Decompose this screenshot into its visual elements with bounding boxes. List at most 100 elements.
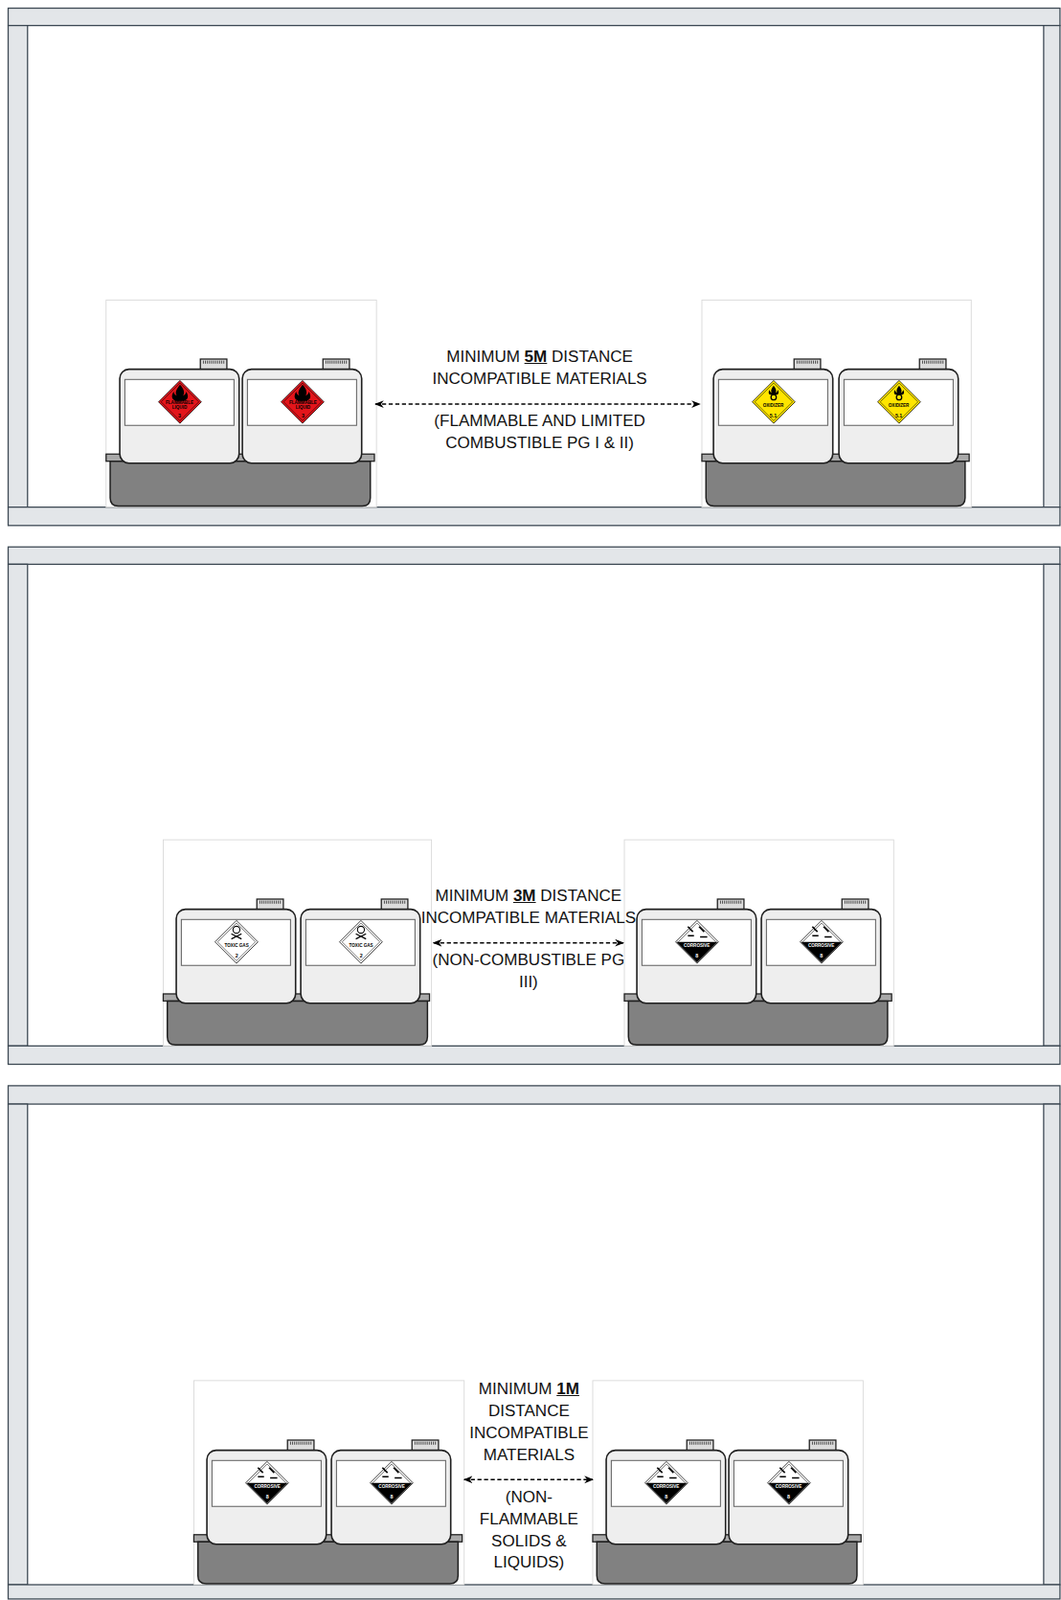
hazard-diamond-border xyxy=(341,923,380,961)
cap-ribs xyxy=(326,361,347,364)
hazard-diamond-lower xyxy=(645,1482,687,1504)
separation-arrow xyxy=(433,942,624,944)
distance-value: 5M xyxy=(524,347,548,366)
hazard-label-text: TOXIC GAS xyxy=(219,943,254,949)
separation-arrow xyxy=(375,403,700,405)
jerrycan-container: CORROSIVE8 xyxy=(205,1440,328,1536)
hazard-class-number: 2 xyxy=(350,953,371,960)
hazard-class-number: 5.1 xyxy=(763,414,784,421)
shelf-bottom-bar xyxy=(8,1045,1061,1064)
hazard-label-text: FLAMMABLE LIQUID xyxy=(285,401,320,411)
hazard-diamond-border xyxy=(802,923,840,961)
test-tube-symbol xyxy=(812,926,829,932)
hazard-class-number: 3 xyxy=(293,414,314,421)
label-panel xyxy=(843,379,953,426)
hazard-label-text: CORROSIVE xyxy=(770,1484,806,1490)
label-word: DISTANCE xyxy=(551,347,633,366)
hazard-class-number: 3 xyxy=(169,414,190,421)
hazard-diamond xyxy=(644,1461,688,1505)
group-frame xyxy=(162,839,431,1046)
test-tube-symbol xyxy=(383,1467,400,1472)
label-word: MATERIALS xyxy=(555,369,647,388)
group-frame xyxy=(592,1380,863,1585)
hazard-diamond xyxy=(877,380,921,424)
jerrycan-body xyxy=(243,369,363,464)
hazard-diamond xyxy=(767,1461,811,1505)
jerrycan-container: TOXIC GAS 2 xyxy=(175,899,297,994)
flame-symbol xyxy=(171,384,187,402)
drip-symbol xyxy=(687,935,707,937)
jerrycan-body xyxy=(728,1449,849,1544)
test-tube-symbol xyxy=(258,1467,275,1472)
group-frame xyxy=(106,299,377,507)
label-panel xyxy=(248,379,358,426)
cap-ribs xyxy=(384,900,406,903)
label-panel xyxy=(610,1460,721,1507)
hazard-diamond xyxy=(675,920,719,964)
hazard-diamond xyxy=(799,920,843,964)
label-word: MATERIALS xyxy=(483,1445,575,1465)
distance-value: 3M xyxy=(513,886,537,905)
label-panel xyxy=(641,919,751,966)
shelf-top-bar xyxy=(8,546,1061,565)
word-space xyxy=(508,886,514,905)
hazard-symbol xyxy=(231,925,243,939)
group-frame xyxy=(701,299,971,507)
hazard-symbol xyxy=(294,384,311,402)
hazard-class-number: 8 xyxy=(655,1494,677,1501)
label-word: DISTANCE xyxy=(540,886,622,905)
jerrycan-container: OXIDIZER 5.1 xyxy=(712,359,835,454)
label-panel xyxy=(306,919,416,966)
cap-ribs xyxy=(260,900,281,903)
hazard-symbol xyxy=(258,1467,278,1478)
label-panel xyxy=(181,919,292,966)
hazard-diamond xyxy=(370,1461,414,1505)
jerrycan-body xyxy=(636,909,757,1004)
distance-label: MINIMUM 5M DISTANCE INCOMPATIBLE MATERIA… xyxy=(386,346,694,391)
cap-ribs xyxy=(689,1441,710,1445)
hazard-diamond xyxy=(246,1461,290,1505)
test-tube-symbol xyxy=(779,1467,796,1472)
shelf-right-wall xyxy=(1043,564,1061,1046)
cap-ribs xyxy=(812,1441,833,1445)
hazard-symbol xyxy=(779,1467,799,1478)
drip-symbol xyxy=(383,1476,403,1478)
hazard-symbol xyxy=(356,925,367,939)
hazard-class-number: 5.1 xyxy=(888,414,909,421)
hazard-diamond-border xyxy=(880,383,918,421)
hazard-label-text: CORROSIVE xyxy=(649,1484,684,1490)
drip-symbol xyxy=(656,1476,677,1478)
shelf-right-wall xyxy=(1043,25,1061,508)
hazard-class-number: 8 xyxy=(256,1494,277,1501)
jerrycan-container: CORROSIVE8 xyxy=(330,1440,452,1536)
hazard-diamond xyxy=(751,380,795,424)
label-panel xyxy=(733,1460,843,1507)
label-panel xyxy=(718,379,828,426)
label-word: INCOMPATIBLE xyxy=(431,369,551,388)
label-panel xyxy=(766,919,876,966)
shelf-right-wall xyxy=(1043,1104,1061,1585)
hazard-symbol xyxy=(893,385,903,401)
hazard-diamond-border xyxy=(754,383,792,421)
shelf-left-wall xyxy=(8,564,28,1046)
hazard-label-text: OXIDIZER xyxy=(880,404,916,409)
hazard-class-number: 2 xyxy=(226,953,248,960)
hazard-label-text: OXIDIZER xyxy=(755,404,791,409)
jerrycan-body xyxy=(300,909,421,1004)
label-word: INCOMPATIBLE xyxy=(421,908,541,927)
word-space xyxy=(546,347,552,366)
word-space xyxy=(536,886,542,905)
jerrycan-body xyxy=(761,909,881,1004)
flame-symbol xyxy=(767,385,778,396)
hazard-diamond-lower xyxy=(247,1482,289,1504)
distance-label: MINIMUM 3M DISTANCE INCOMPATIBLE MATERIA… xyxy=(418,885,638,930)
separation-arrow xyxy=(464,1479,593,1481)
drip-symbol xyxy=(812,935,832,937)
jerrycan-body xyxy=(206,1449,327,1544)
flame-symbol xyxy=(893,385,903,396)
hazard-symbol xyxy=(687,926,707,938)
jerrycan-container: CORROSIVE8 xyxy=(727,1440,850,1536)
cap-ribs xyxy=(796,361,817,364)
label-word: MINIMUM xyxy=(478,1379,553,1399)
